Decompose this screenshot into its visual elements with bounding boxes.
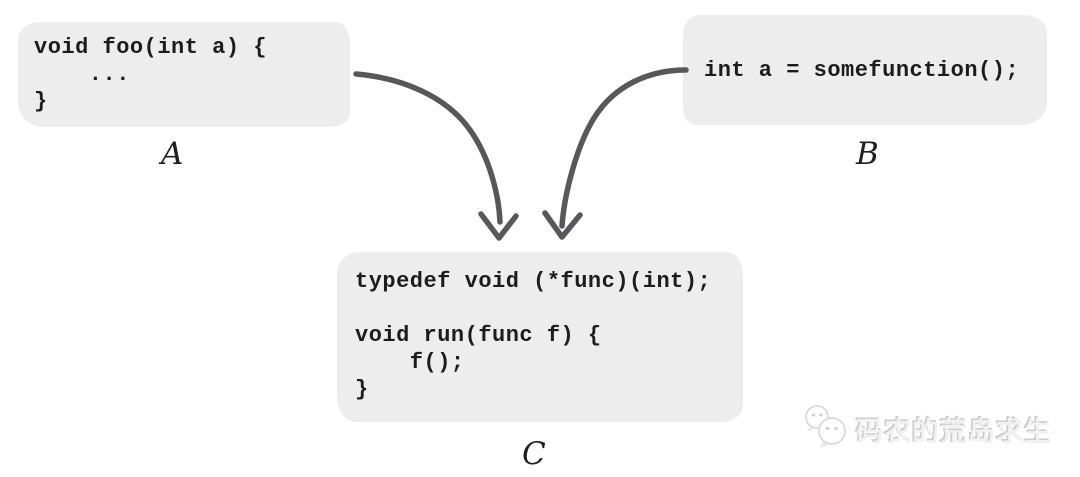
label-b: B [856,136,879,172]
code-b: int a = somefunction(); [704,57,1020,83]
arrow-a-to-c [353,71,519,241]
label-c: C [522,436,546,472]
watermark: 码农的荒岛求生 [799,402,1052,456]
arrow-b-to-c [542,67,689,240]
watermark-text: 码农的荒岛求生 [856,416,1052,448]
code-box-c: typedef void (*func)(int); void run(func… [337,252,743,422]
code-box-b: int a = somefunction(); [683,15,1047,125]
code-c: typedef void (*func)(int); void run(func… [355,269,712,402]
wechat-chat-bubbles-icon [805,405,846,448]
code-a: void foo(int a) { ... } [34,35,267,114]
label-a: A [161,136,184,172]
code-box-a: void foo(int a) { ... } [18,22,350,127]
